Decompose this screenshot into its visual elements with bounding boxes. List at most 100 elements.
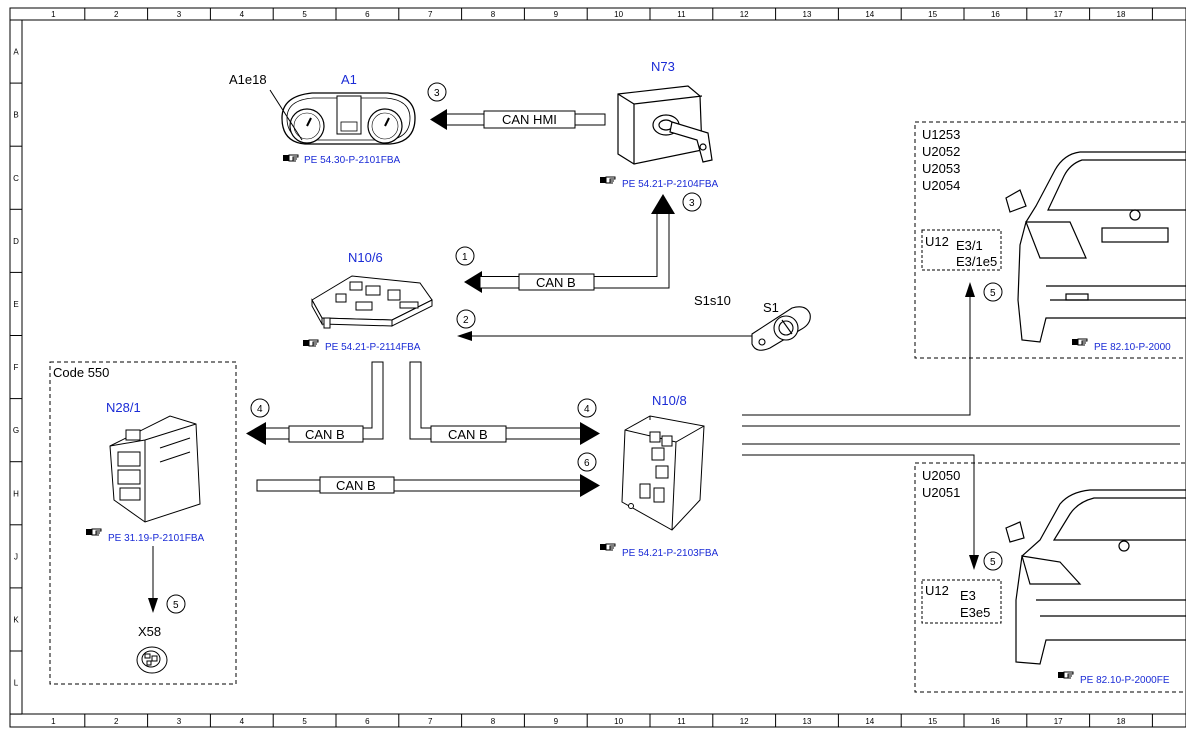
- marker-5-code550: 5: [166, 594, 186, 614]
- code-550-label: Code 550: [53, 365, 109, 380]
- grid-column-label: 1: [51, 10, 56, 19]
- grid-column-label: 7: [428, 10, 433, 19]
- sedan-car-rear-view: [1005, 489, 1186, 665]
- can-hmi-bus[interactable]: CAN HMI: [430, 109, 606, 130]
- n73-label: N73: [651, 59, 675, 74]
- grid-column-label: 2: [114, 717, 119, 726]
- lower-u12-box: [921, 579, 1002, 624]
- grid-column-label: 10: [614, 10, 623, 19]
- svg-text:2: 2: [463, 315, 469, 326]
- upper-car-ref-link[interactable]: PE 82.10-P-2000: [1071, 338, 1171, 353]
- lower-lamp-1: E3e5: [960, 605, 990, 620]
- s1-signal-line[interactable]: [457, 331, 752, 341]
- can-b-bus-n73[interactable]: CAN B: [464, 194, 675, 293]
- marker-2: 2: [456, 309, 476, 329]
- ignition-lock-n73[interactable]: [617, 85, 713, 165]
- variant-1: U2051: [922, 485, 960, 500]
- grid-row-label: D: [13, 237, 19, 246]
- lower-car-ref-link[interactable]: PE 82.10-P-2000FE: [1057, 671, 1170, 686]
- n73-ref-link[interactable]: PE 54.21-P-2104FBA: [599, 176, 718, 190]
- n28-1-label: N28/1: [106, 400, 141, 415]
- svg-text:1: 1: [462, 252, 468, 263]
- grid-column-label: 18: [1117, 10, 1126, 19]
- svg-text:5: 5: [173, 600, 179, 611]
- grid-column-label: 9: [554, 717, 559, 726]
- svg-text:5: 5: [990, 557, 996, 568]
- module-n10-6[interactable]: [311, 275, 433, 329]
- connector-x58[interactable]: [136, 646, 168, 674]
- grid-column-label: 14: [865, 717, 874, 726]
- n10-6-ref-link[interactable]: PE 54.21-P-2114FBA: [302, 339, 421, 353]
- grid-column-label: 18: [1117, 717, 1126, 726]
- module-n28-1[interactable]: [109, 415, 201, 523]
- lower-car-ref[interactable]: PE 82.10-P-2000FE: [1080, 675, 1170, 686]
- marker-4-right: 4: [577, 398, 597, 418]
- n10-8-output-lines[interactable]: [742, 296, 1180, 556]
- can-b-bus-n28[interactable]: CAN B: [246, 361, 384, 445]
- svg-text:4: 4: [257, 404, 263, 415]
- grid-column-label: 4: [240, 717, 245, 726]
- upper-u12-box: [921, 229, 1002, 271]
- grid-column-label: 9: [554, 10, 559, 19]
- a1-ref[interactable]: PE 54.30-P-2101FBA: [304, 155, 400, 166]
- a1-label: A1: [341, 72, 357, 87]
- upper-u12-label: U12: [925, 234, 949, 249]
- svg-text:6: 6: [584, 458, 590, 469]
- s1-label: S1: [763, 300, 779, 315]
- pointing-hand-icon: [599, 543, 616, 551]
- grid-row-label: B: [13, 111, 18, 120]
- n28-1-ref[interactable]: PE 31.19-P-2101FBA: [108, 533, 204, 544]
- pointing-hand-icon: [85, 528, 102, 536]
- n28-to-x58-line[interactable]: [148, 546, 158, 613]
- variant-1: U2052: [922, 144, 960, 159]
- grid-column-label: 3: [177, 717, 182, 726]
- grid-column-label: 10: [614, 717, 623, 726]
- n10-8-ref-link[interactable]: PE 54.21-P-2103FBA: [599, 543, 718, 559]
- s1s10-label: S1s10: [694, 293, 731, 308]
- a1-ref-link[interactable]: PE 54.30-P-2101FBA: [282, 154, 400, 166]
- grid-column-label: 5: [302, 717, 307, 726]
- grid-column-label: 8: [491, 10, 496, 19]
- grid-column-label: 16: [991, 10, 1000, 19]
- grid-column-label: 12: [740, 10, 749, 19]
- grid-column-label: 17: [1054, 10, 1063, 19]
- grid-row-label: H: [13, 489, 19, 498]
- pointing-hand-icon: [1071, 338, 1088, 346]
- upper-car-ref[interactable]: PE 82.10-P-2000: [1094, 342, 1171, 353]
- grid-column-label: 15: [928, 10, 937, 19]
- grid-column-label: 17: [1054, 717, 1063, 726]
- n28-1-ref-link[interactable]: PE 31.19-P-2101FBA: [85, 528, 204, 544]
- can-b-bus-long[interactable]: CAN B: [256, 474, 600, 497]
- code-550-box: [49, 361, 237, 685]
- grid-column-label: 13: [803, 717, 812, 726]
- x58-label: X58: [138, 624, 161, 639]
- grid-column-label: 11: [677, 10, 686, 19]
- n10-8-ref[interactable]: PE 54.21-P-2103FBA: [622, 548, 718, 559]
- lower-u12-label: U12: [925, 583, 949, 598]
- variant-0: U1253: [922, 127, 960, 142]
- grid-column-label: 16: [991, 717, 1000, 726]
- can-b-bus-n10-8[interactable]: CAN B: [409, 361, 600, 445]
- can-b-label: CAN B: [305, 427, 345, 442]
- grid-row-label: K: [13, 615, 19, 624]
- grid-row-label: F: [14, 363, 19, 372]
- grid-column-label: 5: [302, 10, 307, 19]
- instrument-cluster-a1[interactable]: [269, 89, 416, 145]
- pointing-hand-icon: [302, 339, 319, 347]
- module-n10-8[interactable]: [621, 415, 705, 531]
- n10-6-ref[interactable]: PE 54.21-P-2114FBA: [325, 342, 421, 353]
- grid-column-label: 7: [428, 717, 433, 726]
- arrow-down-lower-car: [969, 555, 979, 570]
- n73-ref[interactable]: PE 54.21-P-2104FBA: [622, 179, 718, 190]
- light-switch-s1[interactable]: [751, 306, 811, 351]
- marker-6: 6: [577, 452, 597, 472]
- variant-0: U2050: [922, 468, 960, 483]
- svg-text:5: 5: [990, 288, 996, 299]
- svg-text:3: 3: [689, 198, 695, 209]
- pointing-hand-icon: [1057, 671, 1074, 679]
- grid-column-label: 12: [740, 717, 749, 726]
- n10-6-label: N10/6: [348, 250, 383, 265]
